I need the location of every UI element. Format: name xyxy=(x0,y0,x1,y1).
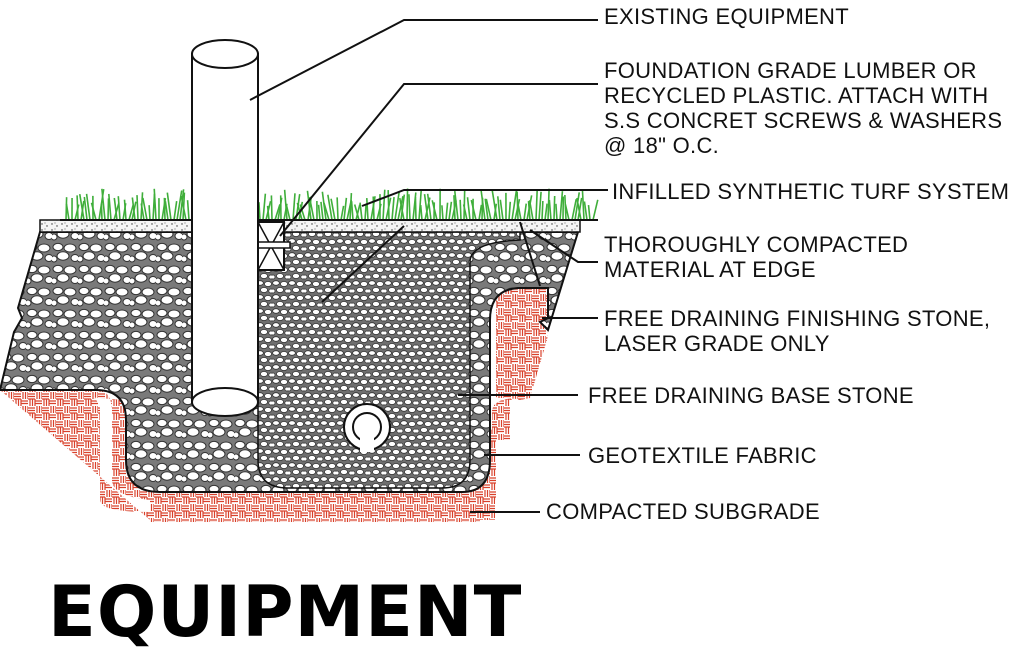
drawing-title: EQUIPMENT xyxy=(48,571,523,653)
equipment-post xyxy=(191,39,259,417)
label-lumber-line3: S.S CONCRET SCREWS & WASHERS xyxy=(604,108,1003,133)
label-existing-equipment: EXISTING EQUIPMENT xyxy=(604,4,849,29)
label-compacted-edge-line1: THOROUGHLY COMPACTED xyxy=(604,232,909,257)
label-compacted-edge-line2: MATERIAL AT EDGE xyxy=(604,257,816,282)
label-lumber-line1: FOUNDATION GRADE LUMBER OR xyxy=(604,58,977,83)
label-lumber-line4: @ 18" O.C. xyxy=(604,133,720,158)
finishing-stone-layer xyxy=(39,219,581,233)
label-geotextile: GEOTEXTILE FABRIC xyxy=(588,443,817,468)
drain-pipe-icon xyxy=(343,403,391,452)
label-finishing-stone-line2: LASER GRADE ONLY xyxy=(604,331,830,356)
label-finishing-stone-line1: FREE DRAINING FINISHING STONE, xyxy=(604,306,991,331)
synthetic-turf xyxy=(65,188,599,221)
label-base-stone: FREE DRAINING BASE STONE xyxy=(588,383,914,408)
label-subgrade: COMPACTED SUBGRADE xyxy=(546,499,820,524)
label-turf: INFILLED SYNTHETIC TURF SYSTEM xyxy=(612,179,1010,204)
label-lumber-line2: RECYCLED PLASTIC. ATTACH WITH xyxy=(604,83,989,108)
leader-lines xyxy=(249,19,608,513)
equipment-pit-stone xyxy=(257,231,521,489)
